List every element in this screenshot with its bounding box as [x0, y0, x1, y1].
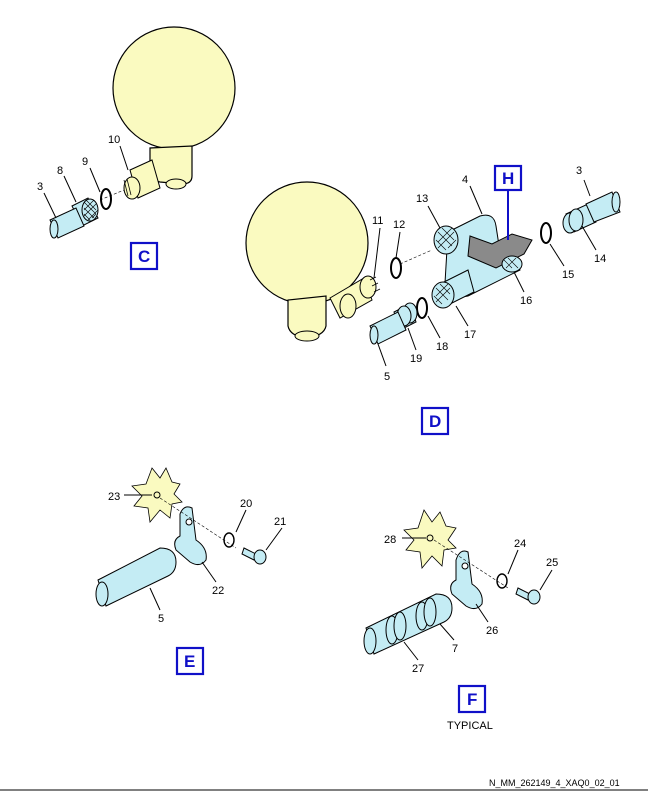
tube-5-e	[97, 547, 177, 607]
view-label-h: H	[493, 164, 523, 192]
structure-bracket-e	[131, 467, 183, 523]
washer-20	[223, 532, 235, 548]
callout-7: 7	[452, 643, 458, 655]
callout-24: 24	[514, 538, 526, 550]
svg-text:H: H	[502, 169, 514, 188]
tube-7-f	[365, 593, 453, 655]
callout-5-d: 5	[384, 371, 390, 383]
o-ring-9	[100, 188, 112, 210]
callout-8: 8	[57, 165, 63, 177]
o-ring-15	[540, 222, 552, 244]
view-e-assembly: 23 20 21 22 5	[95, 467, 286, 625]
callout-27: 27	[412, 663, 424, 675]
svg-text:E: E	[184, 652, 195, 671]
callout-15: 15	[562, 269, 574, 281]
callout-3-c: 3	[37, 181, 43, 193]
callout-23: 23	[108, 491, 120, 503]
callout-25: 25	[546, 557, 558, 569]
clip-h	[467, 233, 533, 269]
o-ring-18	[416, 297, 428, 319]
view-label-d: D	[420, 406, 450, 436]
svg-text:C: C	[138, 247, 150, 266]
callout-5-e: 5	[158, 613, 164, 625]
callout-14: 14	[594, 253, 606, 265]
knurled-nut-16	[501, 255, 523, 273]
callout-12: 12	[393, 219, 405, 231]
callout-19: 19	[410, 353, 422, 365]
callout-4: 4	[462, 174, 468, 186]
callout-20: 20	[240, 498, 252, 510]
bulb-c	[112, 26, 236, 150]
svg-text:D: D	[429, 412, 441, 431]
fitting-14	[562, 203, 597, 234]
callout-21: 21	[274, 516, 286, 528]
callout-18: 18	[436, 341, 448, 353]
callout-10: 10	[108, 134, 120, 146]
bulb-d	[245, 181, 369, 305]
view-d-assembly: 11 12 13 4 3 14 15 16 17 18 19 5	[245, 165, 621, 383]
callout-22: 22	[212, 585, 224, 597]
callout-3-d: 3	[576, 165, 582, 177]
view-c-assembly: 3 8 9 10	[37, 26, 236, 239]
screw-25	[515, 587, 541, 605]
washer-24	[496, 573, 508, 589]
callout-11: 11	[372, 215, 383, 227]
svg-text:F: F	[467, 690, 477, 709]
view-label-c: C	[129, 241, 159, 271]
callout-13: 13	[416, 193, 428, 205]
callout-28: 28	[384, 534, 396, 546]
clamp-22	[174, 506, 207, 566]
coupling-27	[385, 597, 437, 645]
screw-21	[241, 547, 267, 565]
callout-16: 16	[520, 295, 532, 307]
figure-code: N_MM_262149_4_XAQ0_02_01	[489, 778, 620, 788]
view-label-f: F	[457, 684, 487, 714]
knurled-nut-17	[431, 269, 475, 309]
view-label-e: E	[175, 646, 205, 676]
tube-3-d	[585, 191, 621, 223]
clamp-26	[450, 550, 483, 610]
o-ring-12	[390, 257, 402, 279]
callout-9: 9	[82, 156, 88, 168]
callout-26: 26	[486, 625, 498, 637]
callout-17: 17	[464, 329, 476, 341]
structure-bracket-f	[403, 509, 457, 569]
knurled-nut-13	[433, 225, 459, 255]
view-f-assembly: 28 24 25 26 7 27	[363, 509, 558, 675]
caption-typical: TYPICAL	[447, 720, 493, 732]
